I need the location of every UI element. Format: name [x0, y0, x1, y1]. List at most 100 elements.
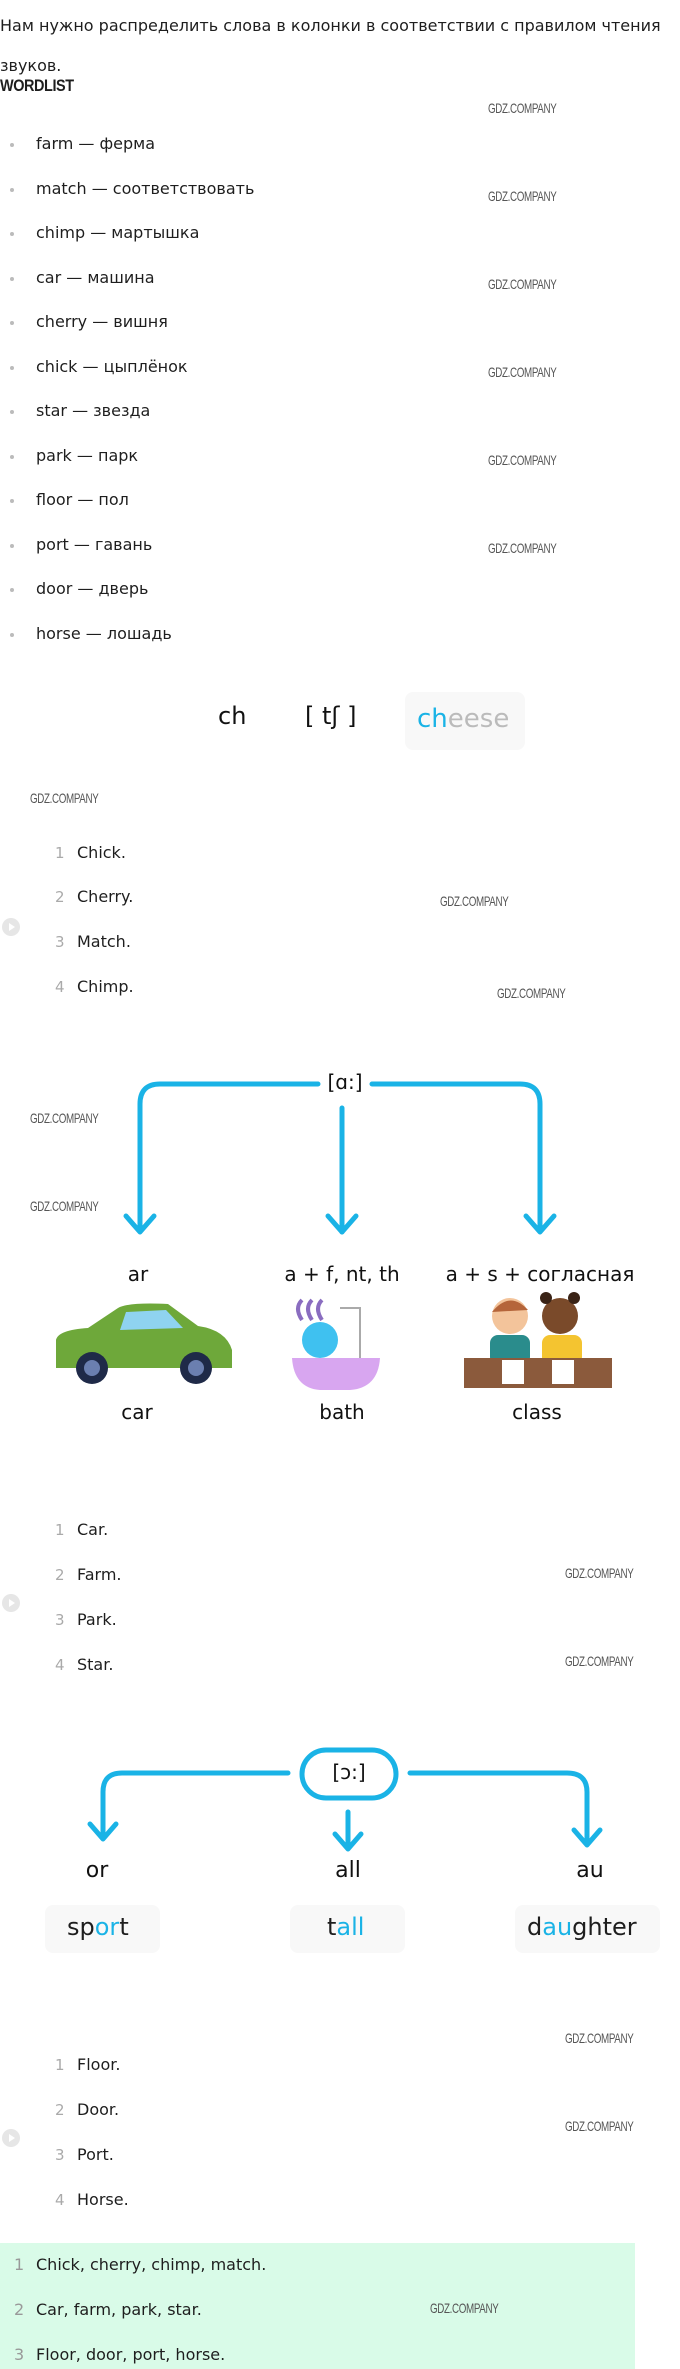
- word: farm — ферма: [36, 134, 156, 153]
- cheese-word: cheese: [417, 704, 509, 734]
- hl: au: [542, 1913, 573, 1941]
- watermark: GDZ.COMPANY: [565, 2030, 634, 2046]
- watermark: GDZ.COMPANY: [488, 100, 557, 116]
- num: 2: [14, 2300, 25, 2319]
- bullet-icon: [10, 632, 14, 637]
- bullet-icon: [10, 498, 14, 503]
- watermark: GDZ.COMPANY: [488, 188, 557, 204]
- rest: eese: [447, 704, 510, 734]
- branch-label: a + s + согласная: [445, 1262, 635, 1286]
- num: 4: [55, 2191, 65, 2209]
- num: 2: [55, 2101, 65, 2119]
- t: sp: [67, 1913, 95, 1941]
- num: 4: [55, 978, 65, 996]
- num: 3: [55, 1611, 65, 1629]
- text: Floor, door, port, horse.: [36, 2345, 226, 2364]
- task-description: Нам нужно распределить слова в колонки в…: [0, 16, 661, 75]
- answer-line: 3 Port.: [55, 2143, 114, 2167]
- word: horse — лошадь: [36, 624, 172, 643]
- word: cherry — вишня: [36, 312, 168, 331]
- ch-sound: [ tʃ ]: [305, 702, 357, 730]
- num: 1: [55, 844, 65, 862]
- text: Car, farm, park, star.: [36, 2300, 202, 2319]
- num: 2: [55, 888, 65, 906]
- example-card-sport: sport: [45, 1905, 160, 1953]
- watermark: GDZ.COMPANY: [440, 893, 509, 909]
- highlight: ch: [417, 704, 448, 734]
- text: Star.: [77, 1655, 114, 1674]
- image-caption: class: [512, 1400, 562, 1424]
- text: Chimp.: [77, 977, 134, 996]
- bullet-icon: [10, 365, 14, 370]
- list-item: chimp — мартышка: [10, 221, 199, 245]
- branch-label: a + f, nt, th: [284, 1262, 400, 1286]
- watermark: GDZ.COMPANY: [488, 276, 557, 292]
- wordlist-heading: WORDLIST: [0, 76, 74, 95]
- t: d: [527, 1913, 543, 1941]
- text: Chick, cherry, chimp, match.: [36, 2255, 267, 2274]
- num: 3: [55, 2146, 65, 2164]
- cheese-card: cheese: [405, 692, 525, 750]
- word: match — соответствовать: [36, 179, 255, 198]
- word: star — звезда: [36, 401, 151, 420]
- list-item: port — гавань: [10, 533, 152, 557]
- list-item: farm — ферма: [10, 132, 155, 156]
- branch-label: all: [335, 1858, 361, 1883]
- bullet-icon: [10, 454, 14, 459]
- num: 4: [55, 1656, 65, 1674]
- play-icon[interactable]: [2, 2129, 20, 2147]
- num: 3: [55, 933, 65, 951]
- list-item: car — машина: [10, 266, 155, 290]
- example-card-tall: tall: [290, 1905, 405, 1953]
- t: ghter: [572, 1913, 637, 1941]
- list-item: star — звезда: [10, 399, 150, 423]
- play-icon[interactable]: [2, 1594, 20, 1612]
- watermark: GDZ.COMPANY: [565, 1565, 634, 1581]
- watermark: GDZ.COMPANY: [488, 364, 557, 380]
- bullet-icon: [10, 587, 14, 592]
- text: Door.: [77, 2100, 120, 2119]
- ch-letters: ch: [218, 702, 247, 730]
- o-sound: [ɔ:]: [332, 1760, 366, 1784]
- a-sound-arrows: [123, 1081, 557, 1235]
- answer-line: 1 Floor.: [55, 2053, 120, 2077]
- word: chimp — мартышка: [36, 223, 200, 242]
- answer-line: 4 Chimp.: [55, 975, 134, 999]
- answer-line: 4 Star.: [55, 1653, 113, 1677]
- text: Farm.: [77, 1565, 122, 1584]
- o-sound-arrows: [87, 1747, 603, 1852]
- watermark: GDZ.COMPANY: [565, 2118, 634, 2134]
- text: Chick.: [77, 843, 126, 862]
- num: 1: [55, 2056, 65, 2074]
- a-sound: [ɑ:]: [327, 1070, 363, 1094]
- list-item: park — парк: [10, 444, 138, 468]
- answer-line: 1 Chick, cherry, chimp, match.: [14, 2253, 266, 2277]
- answer-line: 3 Match.: [55, 930, 131, 954]
- bullet-icon: [10, 320, 14, 325]
- list-item: match — соответствовать: [10, 177, 254, 201]
- text: Floor.: [77, 2055, 121, 2074]
- list-item: floor — пол: [10, 488, 129, 512]
- answer-box: 1 Chick, cherry, chimp, match. 2 Car, farm…: [0, 2243, 635, 2369]
- branch-label: ar: [127, 1262, 149, 1286]
- text: Port.: [77, 2145, 114, 2164]
- text: Match.: [77, 932, 131, 951]
- num: 1: [14, 2255, 25, 2274]
- hl: all: [336, 1913, 365, 1941]
- list-item: horse — лошадь: [10, 622, 172, 646]
- word: floor — пол: [36, 490, 129, 509]
- word: door — дверь: [36, 579, 149, 598]
- watermark: GDZ.COMPANY: [488, 452, 557, 468]
- class-image: [464, 1292, 612, 1388]
- answer-line: 2 Door.: [55, 2098, 119, 2122]
- bullet-icon: [10, 543, 14, 548]
- example-card-daughter: daughter: [515, 1905, 660, 1953]
- play-icon[interactable]: [2, 918, 20, 936]
- word: chick — цыплёнок: [36, 357, 188, 376]
- hl: or: [94, 1913, 120, 1941]
